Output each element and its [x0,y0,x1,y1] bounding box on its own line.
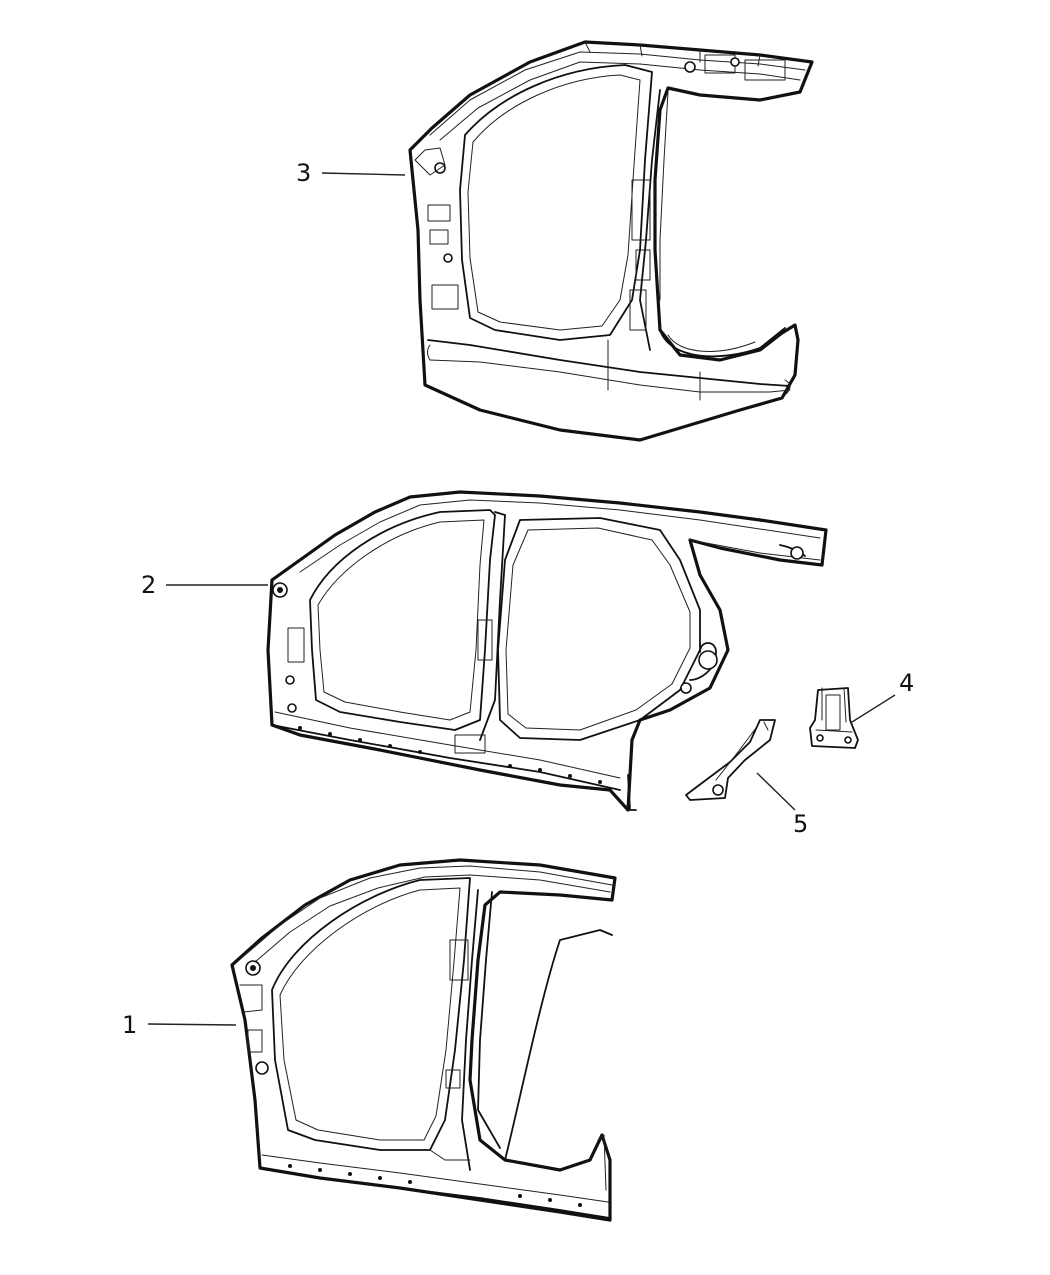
sill-holes-1 [288,1164,582,1207]
callout-label-2: 2 [141,571,156,599]
leader-line-4 [851,694,896,723]
callout-5: 5 [756,772,808,838]
part-1-body-side-front [230,858,617,1222]
part-3-body-side-inner [408,40,814,442]
callout-label-4: 4 [899,669,914,697]
callout-1: 1 [122,1011,237,1039]
leader-line-3 [321,172,406,176]
callout-2: 2 [141,571,268,599]
callout-label-1: 1 [122,1011,137,1039]
callout-4: 4 [851,669,914,723]
callout-3: 3 [296,159,406,187]
callout-label-3: 3 [296,159,311,187]
callout-label-5: 5 [793,810,808,838]
part-5-pillar-extension [685,719,776,801]
leader-line-5 [756,772,796,811]
part-2-body-side-aperture [266,490,828,812]
sill-holes-2 [298,726,602,784]
leader-line-1 [147,1023,237,1026]
part-4-reinforcement [809,687,859,749]
